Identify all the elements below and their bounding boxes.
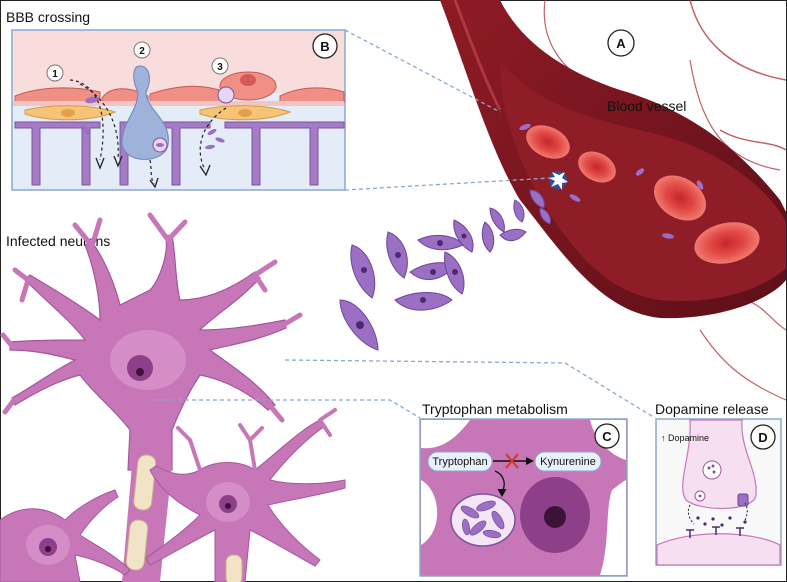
infected-leukocyte [121, 65, 169, 160]
panel-b-letter: B [320, 39, 329, 54]
svg-text:2: 2 [139, 46, 145, 57]
parasite-vacuole [217, 86, 235, 104]
parasitophorous-vacuole [450, 493, 516, 547]
blood-vessel [440, 0, 787, 401]
red-blood-cell [694, 222, 760, 264]
red-blood-cell [578, 151, 616, 183]
svg-text:3: 3 [217, 62, 223, 73]
path-arrow [69, 79, 104, 161]
parasite [85, 96, 99, 104]
panel-c: Tryptophan Kynurenine C [419, 418, 628, 577]
tryptophan-pill: Tryptophan [427, 451, 493, 472]
red-blood-cell [526, 125, 570, 159]
kynurenine-text: Kynurenine [540, 456, 596, 468]
panel-d: ↑ Dopamine D [655, 418, 782, 566]
bbb-step-3: 3 [211, 57, 229, 75]
panel-b: 1 2 3 [11, 29, 346, 191]
tachyzoites [339, 189, 551, 351]
bbb-crossing-label: BBB crossing [6, 9, 90, 25]
tryptophan-text: Tryptophan [432, 456, 487, 468]
connector-d [284, 359, 656, 419]
red-blood-cell [653, 175, 707, 221]
bbb-step-2: 2 [133, 41, 151, 59]
tryptophan-metabolism-label: Tryptophan metabolism [422, 401, 568, 417]
dopamine-increase-note: ↑ Dopamine [661, 433, 709, 443]
dopamine-transporter [737, 493, 749, 507]
bbb-step-1: 1 [46, 64, 64, 82]
blood-vessel-label: Blood vessel [607, 98, 686, 114]
panel-a-marker: A [607, 29, 635, 57]
synaptic-vesicle [702, 460, 722, 480]
panel-d-letter: D [758, 430, 767, 445]
blocked-cross-icon [505, 453, 519, 469]
myelin-sheath [133, 454, 157, 511]
svg-text:1: 1 [52, 69, 58, 80]
connector-c [150, 399, 421, 419]
connector-b [344, 29, 551, 191]
panel-c-letter: C [602, 429, 612, 444]
panel-a-letter: A [616, 36, 626, 51]
dopamine-release-label: Dopamine release [655, 401, 769, 417]
kynurenine-pill: Kynurenine [534, 451, 602, 472]
postsynaptic-membrane [656, 533, 781, 566]
breach-point [549, 171, 568, 190]
neuron-main-branches [0, 212, 303, 423]
panel-c-frame [419, 418, 628, 577]
